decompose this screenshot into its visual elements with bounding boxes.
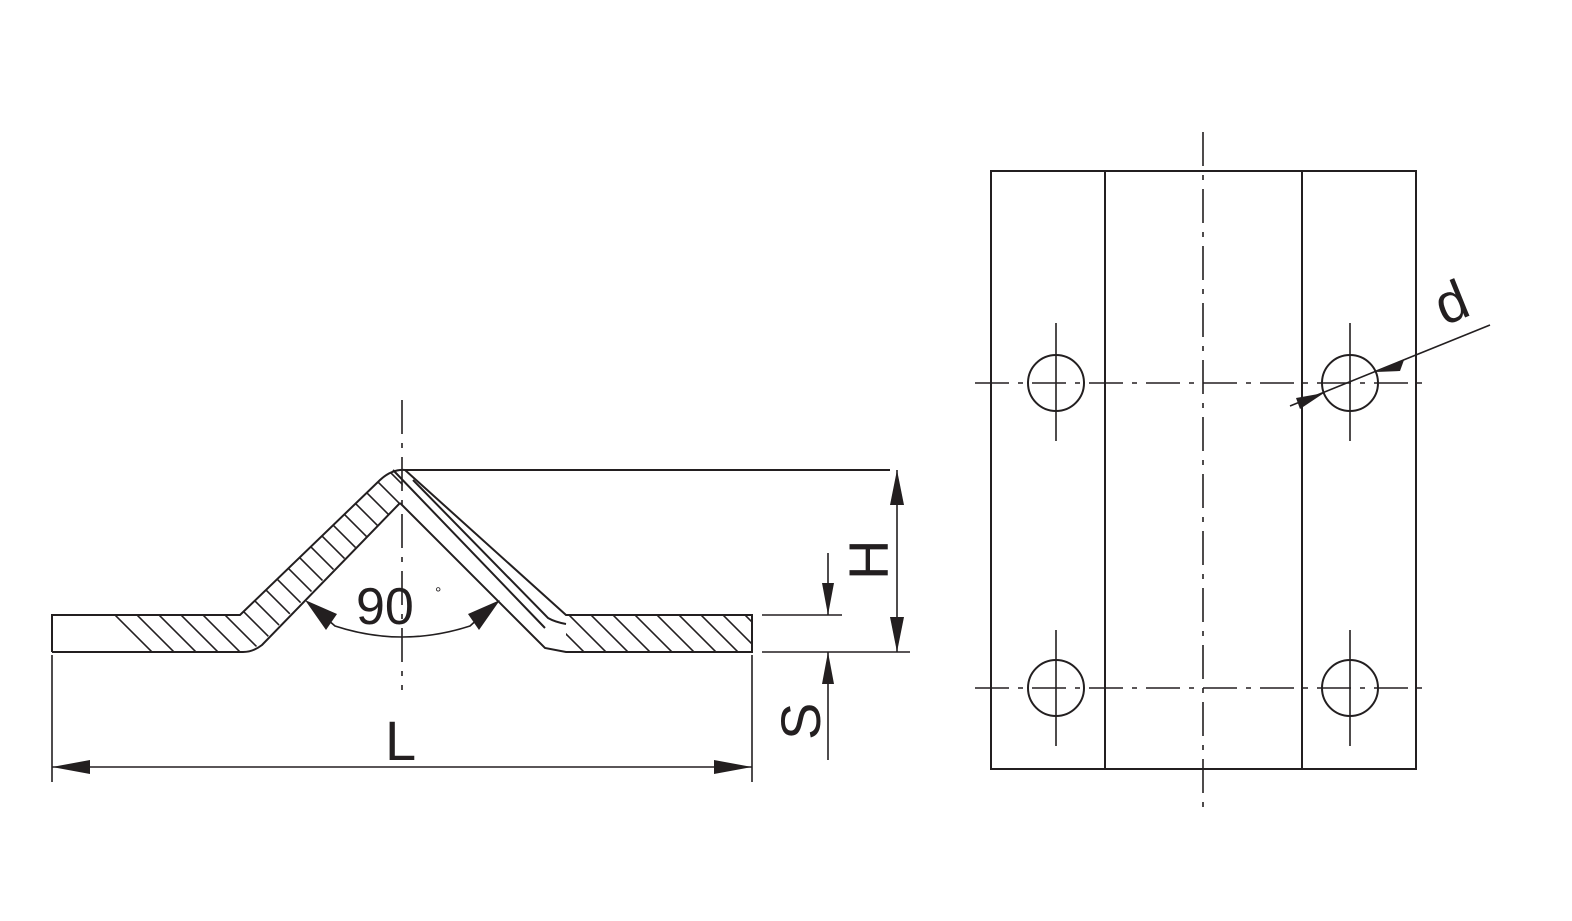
hatch-line: [52, 470, 205, 652]
angle-label: 90: [356, 578, 414, 636]
angle-arrow-left: [305, 600, 337, 630]
hatch-line: [91, 470, 293, 652]
side-view: 90 ° L H S: [51, 400, 910, 782]
hatch-line: [399, 470, 405, 652]
hatch-line: [52, 470, 227, 652]
fold-line: [412, 479, 567, 625]
degree-symbol: °: [435, 585, 441, 602]
diameter-arrow-upper: [1376, 360, 1404, 372]
hatch-line: [52, 470, 183, 652]
diameter-leader: [1289, 324, 1491, 407]
hatch-line: [355, 470, 405, 652]
thickness-label: S: [769, 703, 832, 740]
angle-dimension-arc: [311, 605, 493, 638]
thickness-arrow-bottom: [822, 652, 834, 684]
hatch-line: [52, 470, 161, 652]
hatch-line: [721, 615, 752, 646]
hole-bottom-right: [1321, 630, 1379, 746]
hole-top-left: [1027, 323, 1085, 441]
hole-bottom-left: [1027, 630, 1085, 746]
diameter-label: d: [1425, 267, 1477, 337]
hatch-line: [69, 470, 271, 652]
hatch-line: [52, 470, 249, 652]
height-arrow-bottom: [890, 617, 904, 652]
length-arrow-right: [714, 760, 752, 774]
angle-arrow-right: [468, 600, 500, 630]
hatch-line: [135, 470, 337, 652]
height-label: H: [837, 540, 900, 580]
length-arrow-left: [52, 760, 90, 774]
section-hatching: [52, 470, 405, 652]
thickness-arrow-top: [822, 583, 834, 615]
height-arrow-top: [890, 470, 904, 505]
hatch-line: [157, 470, 359, 652]
plan-view: d: [975, 132, 1491, 810]
length-label: L: [385, 709, 416, 772]
hatch-line: [520, 610, 570, 660]
hatch-line: [113, 470, 315, 652]
diameter-arrow-lower: [1296, 393, 1324, 409]
hatch-line: [743, 615, 752, 624]
strip-outline: [51, 468, 890, 653]
